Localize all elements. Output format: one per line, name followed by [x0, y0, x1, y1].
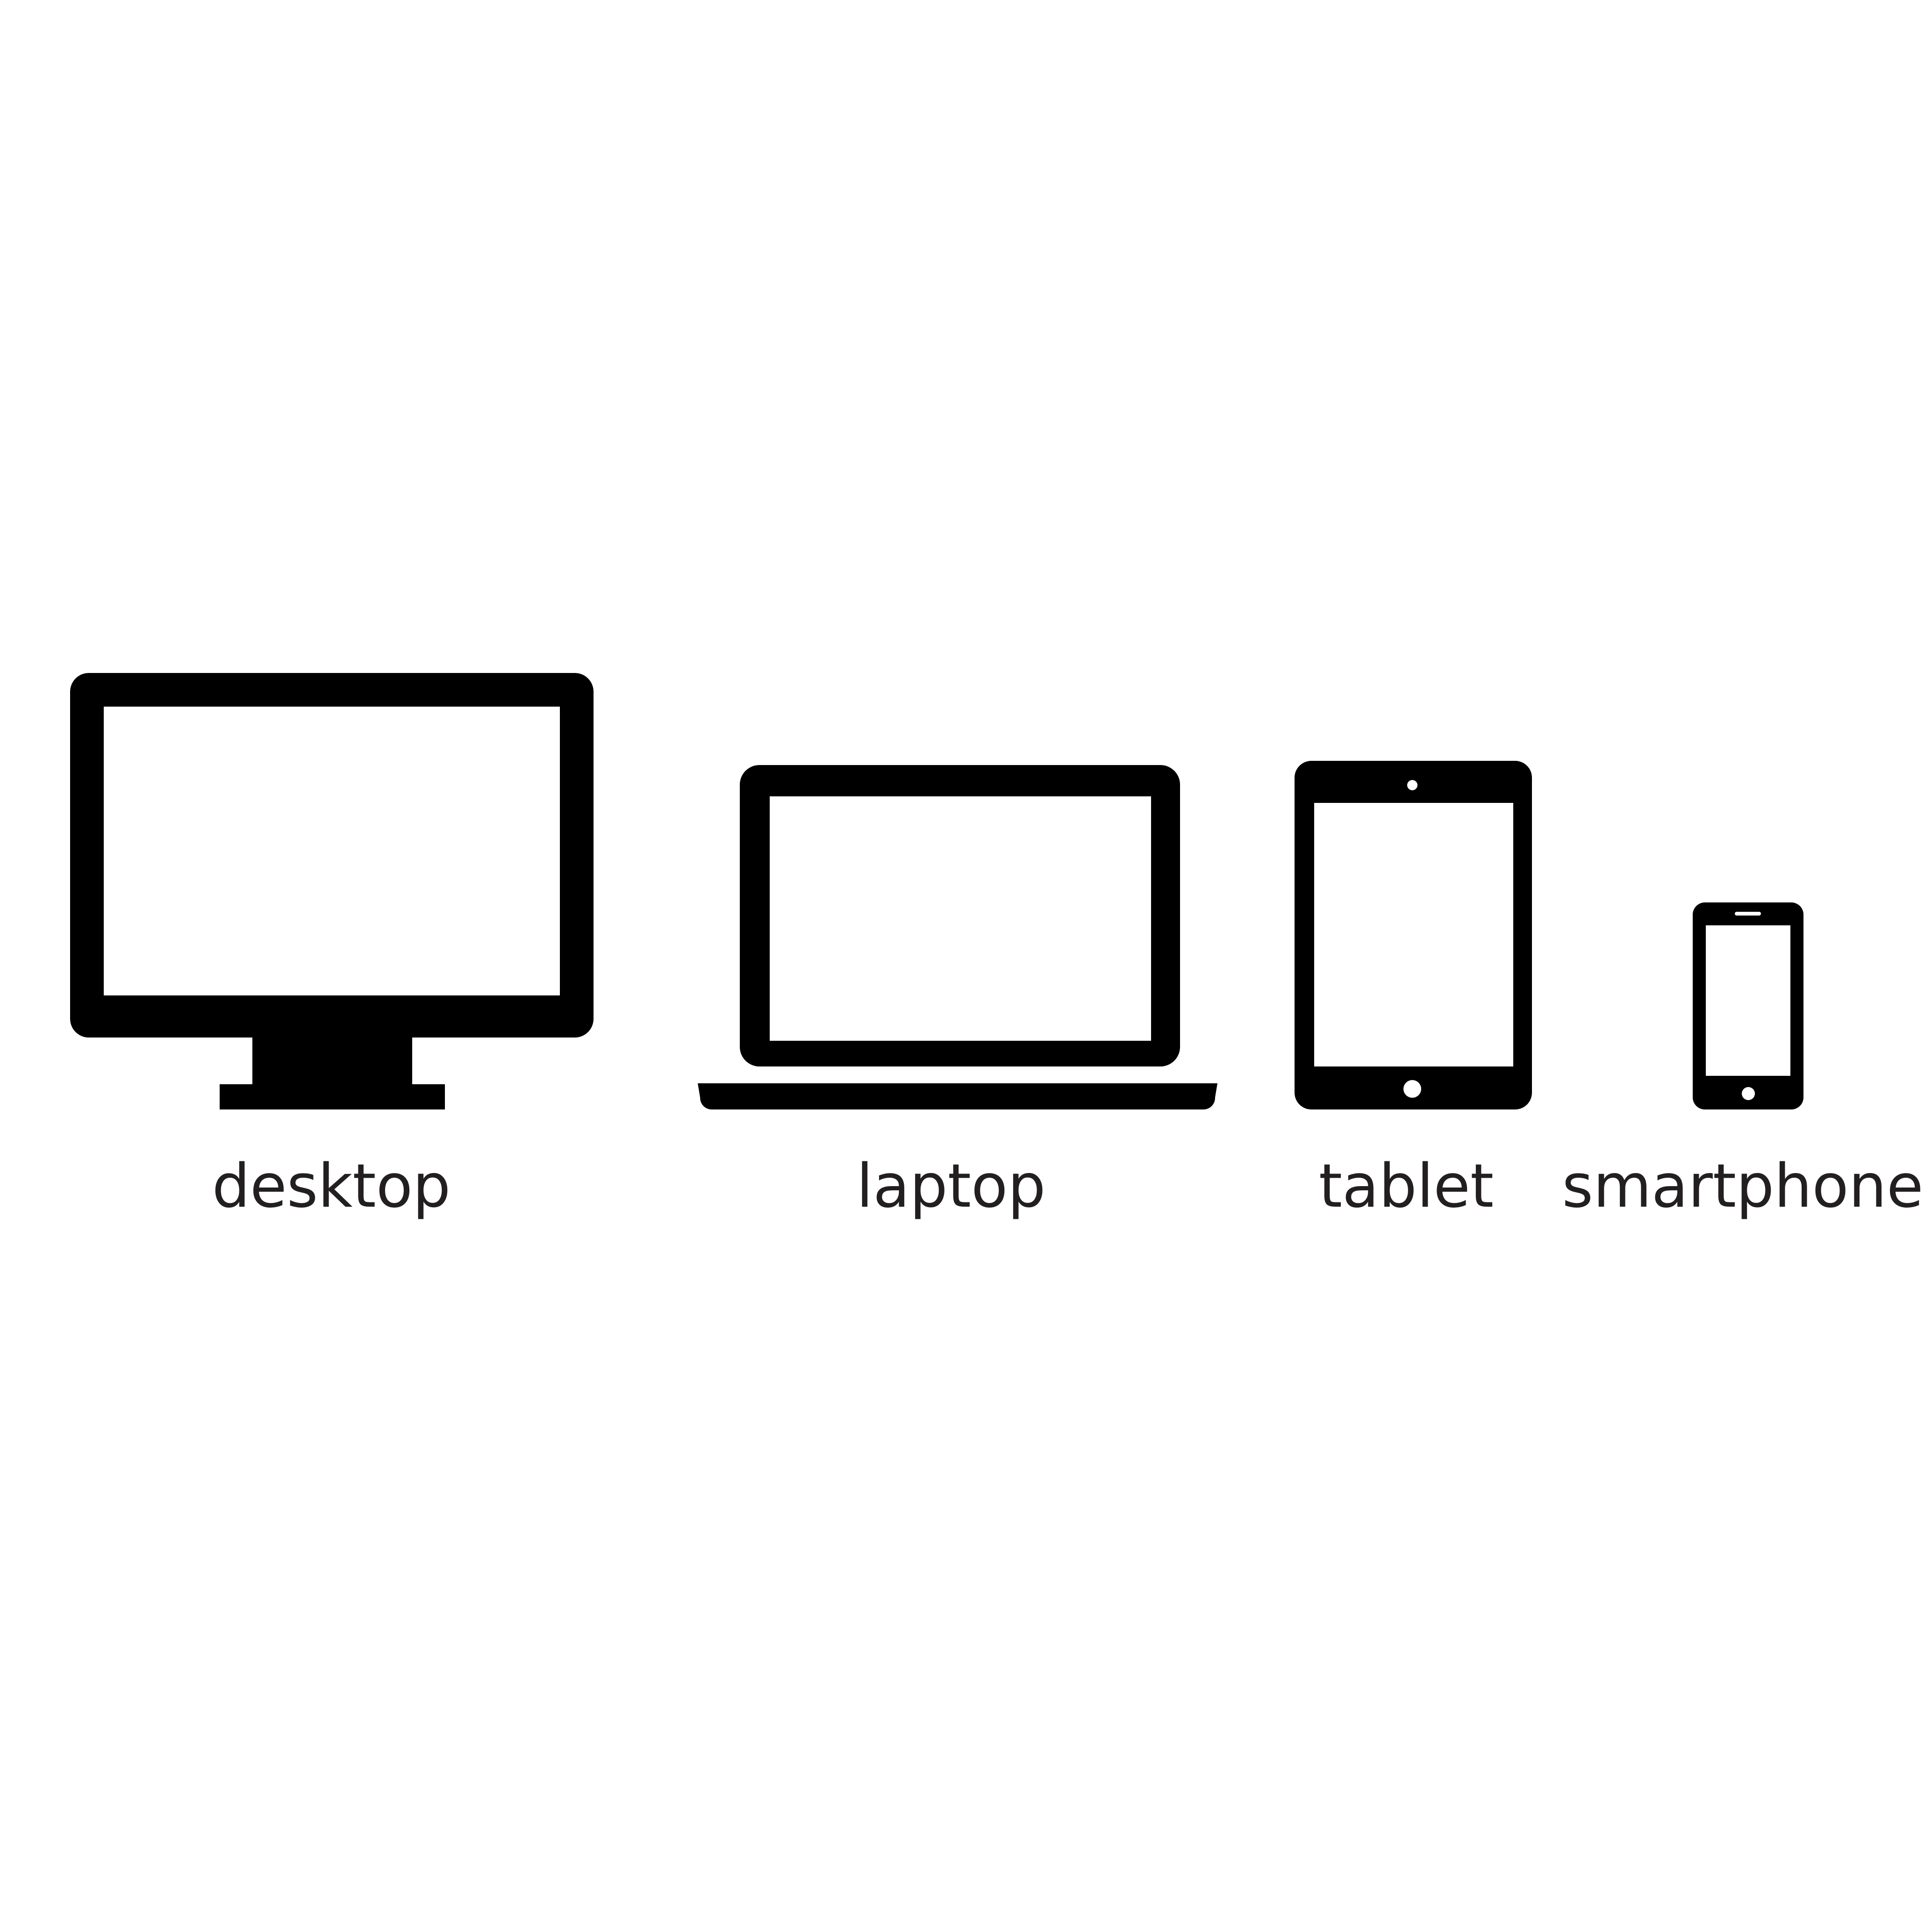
device-label-tablet: tablet: [1318, 1152, 1494, 1221]
device-label-smartphone: smartphone: [1562, 1152, 1924, 1221]
device-label-laptop: laptop: [856, 1152, 1046, 1221]
laptop-icon: [698, 765, 1217, 1109]
smartphone-icon: [1693, 902, 1803, 1109]
device-label-desktop: desktop: [212, 1152, 451, 1221]
desktop-monitor-icon: [70, 673, 594, 1109]
tablet-icon: [1295, 761, 1532, 1109]
